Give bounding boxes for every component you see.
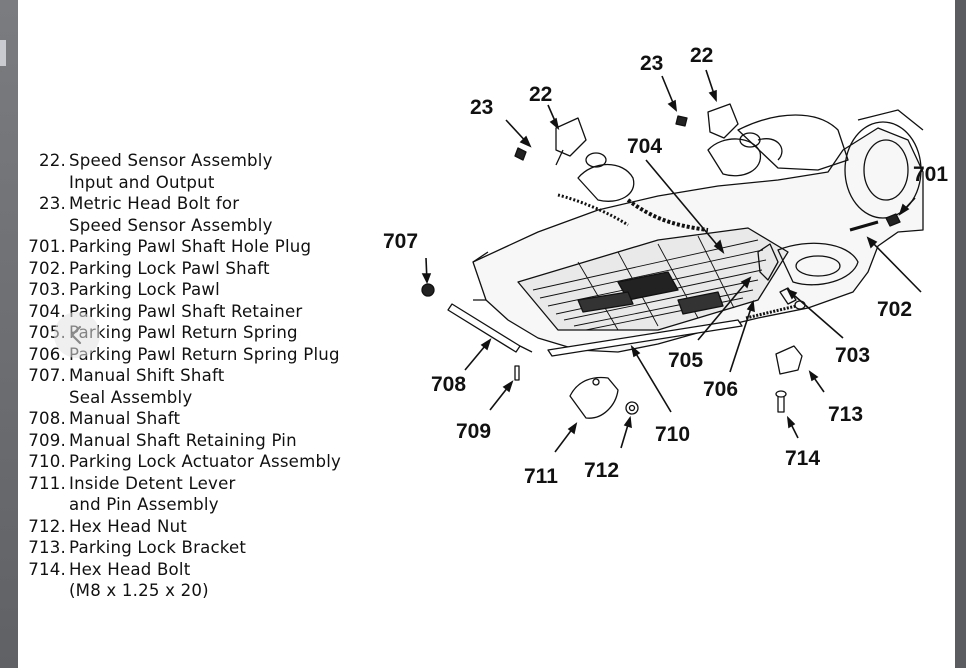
callout-704: 704 [627, 135, 662, 158]
legend-number: 710. [28, 452, 66, 471]
window-scrollbar[interactable] [955, 0, 966, 668]
callout-713: 713 [828, 403, 863, 426]
legend-number: 23. [39, 194, 66, 213]
legend-item: 708.Manual Shaft [18, 408, 388, 430]
legend-text: Hex Head Bolt [69, 559, 191, 579]
legend-number: 701. [28, 237, 66, 256]
chevron-left-icon [70, 325, 82, 345]
legend-number: 703. [28, 280, 66, 299]
callout-714: 714 [785, 447, 820, 470]
legend-text: Parking Pawl Return Spring [69, 323, 298, 342]
legend-text: Hex Head Nut [69, 516, 187, 536]
exploded-parts-diagram: 23 22 23 22 704 701 707 702 703 705 706 … [383, 44, 948, 488]
legend-item: 706.Parking Pawl Return Spring Plug [18, 344, 388, 366]
legend-text: Parking Lock Pawl [69, 280, 220, 299]
callout-707: 707 [383, 230, 418, 253]
legend-item: 707.Manual Shift Shaft [18, 365, 388, 387]
legend-text-continued: (M8 x 1.25 x 20) [69, 581, 209, 600]
leader-arrows [421, 69, 922, 453]
legend-item: 702.Parking Lock Pawl Shaft [18, 258, 388, 280]
legend-number: 707. [28, 366, 66, 385]
callout-23: 23 [470, 96, 493, 119]
callout-22: 22 [690, 44, 713, 67]
callout-711: 711 [524, 465, 558, 488]
legend-number: 712. [28, 516, 66, 536]
legend-text: Manual Shift Shaft [69, 366, 225, 385]
legend-text: Metric Head Bolt for [69, 194, 240, 213]
legend-item: 710.Parking Lock Actuator Assembly [18, 451, 388, 473]
legend-text: Inside Detent Lever [69, 473, 236, 493]
legend-item: 709.Manual Shaft Retaining Pin [18, 430, 388, 452]
legend-text: Parking Pawl Return Spring Plug [69, 344, 340, 364]
legend-number: 709. [28, 430, 66, 450]
legend-text: Parking Pawl Shaft Retainer [69, 301, 303, 321]
legend-item: 712.Hex Head Nut [18, 516, 388, 538]
legend-item: 701.Parking Pawl Shaft Hole Plug [18, 236, 388, 258]
legend-item: 22.Speed Sensor Assembly [18, 150, 388, 172]
callout-702: 702 [877, 298, 912, 321]
legend-item: 713.Parking Lock Bracket [18, 537, 388, 559]
legend-number: 22. [39, 151, 66, 170]
legend-text: Manual Shaft [69, 409, 181, 428]
back-button[interactable] [54, 312, 100, 358]
callout-23: 23 [640, 52, 663, 75]
callout-22: 22 [529, 83, 552, 106]
edge-notch [0, 40, 6, 66]
transmission-drawing [421, 103, 924, 419]
legend-text: Parking Lock Bracket [69, 538, 247, 557]
legend-text-continued: Input and Output [69, 172, 215, 192]
callout-712: 712 [584, 459, 619, 482]
callout-706: 706 [703, 378, 738, 401]
legend-text: Speed Sensor Assembly [69, 151, 273, 170]
callout-710: 710 [655, 423, 690, 446]
callout-705: 705 [668, 349, 703, 372]
legend-item: 703.Parking Lock Pawl [18, 279, 388, 301]
window-left-edge [0, 0, 18, 668]
legend-text-continued: and Pin Assembly [69, 495, 219, 514]
legend-number: 713. [28, 538, 66, 557]
callout-701: 701 [913, 163, 948, 186]
callout-708: 708 [431, 373, 466, 396]
legend-number: 708. [28, 409, 66, 428]
legend-number: 714. [28, 559, 66, 579]
callout-703: 703 [835, 344, 870, 367]
legend-item: 23.Metric Head Bolt for [18, 193, 388, 215]
callout-709: 709 [456, 420, 491, 443]
legend-number: 704. [28, 301, 66, 321]
legend-text: Parking Lock Actuator Assembly [69, 452, 342, 471]
legend-item: 704.Parking Pawl Shaft Retainer [18, 301, 388, 323]
callout-labels: 23 22 23 22 704 701 707 702 703 705 706 … [383, 44, 948, 488]
legend-number: 711. [28, 473, 66, 493]
legend-item: 714.Hex Head Bolt [18, 559, 388, 581]
legend-number: 706. [28, 344, 66, 364]
legend-text-continued: Seal Assembly [69, 387, 193, 407]
legend-text: Parking Pawl Shaft Hole Plug [69, 237, 312, 256]
legend-text: Manual Shaft Retaining Pin [69, 430, 297, 450]
legend-text-continued: Speed Sensor Assembly [69, 215, 273, 235]
legend-number: 702. [28, 258, 66, 278]
legend-item: 711.Inside Detent Lever [18, 473, 388, 495]
legend-text: Parking Lock Pawl Shaft [69, 258, 270, 278]
